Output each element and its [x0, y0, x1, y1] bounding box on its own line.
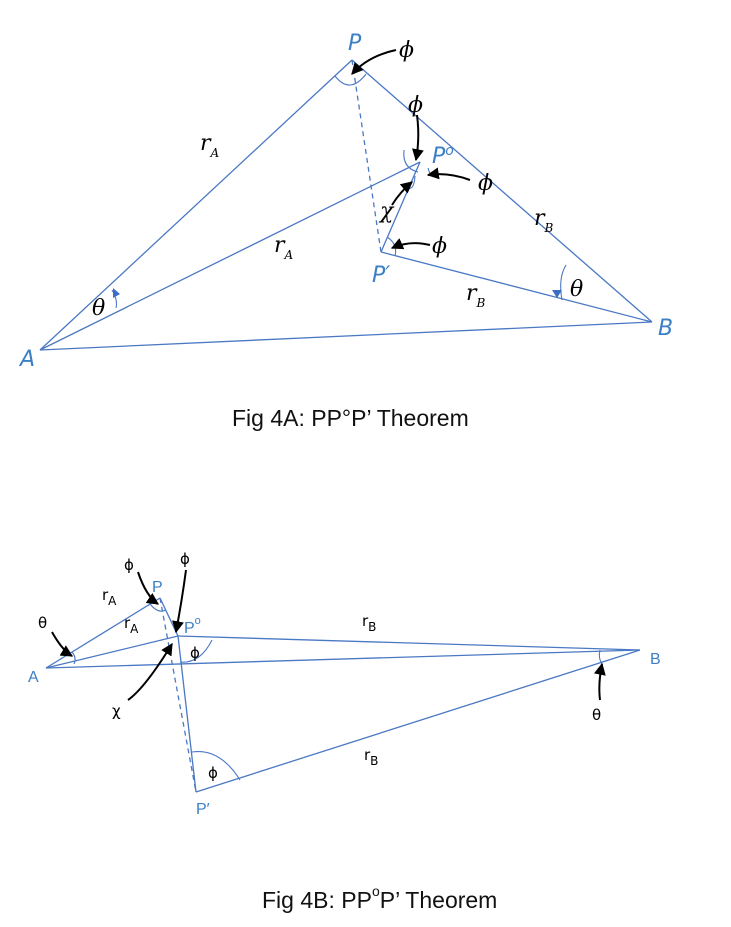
label-theta-b: θ: [570, 277, 583, 302]
arrow-phi-p: [137, 571, 159, 605]
label-theta-a: θ: [92, 296, 105, 321]
label-ra-inner: rA: [124, 614, 139, 636]
line-pprime-b: [195, 649, 641, 793]
point-b: B: [650, 651, 661, 668]
caption-4a: Fig 4A: PP°P’ Theorem: [232, 405, 469, 431]
line-a-po: [45, 635, 179, 669]
arrow-phi-po-right: [426, 167, 471, 181]
arrow-theta-right: [593, 662, 606, 701]
line-a-b: [39, 321, 653, 351]
label-phi-left: ϕ: [124, 556, 134, 574]
arrow-phi-top: [172, 569, 187, 634]
angle-arc-po: [179, 639, 213, 663]
line-a-po: [39, 161, 421, 351]
label-phi-po-right: ϕ: [478, 171, 493, 196]
line-po-b: [177, 635, 641, 651]
point-po: Po: [432, 143, 454, 169]
caption-4b: Fig 4B: PPoP’ Theorem: [262, 883, 497, 913]
label-ra-inner: rA: [274, 233, 294, 262]
label-phi-pprime: ϕ: [432, 234, 447, 259]
label-phi-p: ϕ: [399, 38, 414, 63]
label-chi: χ: [378, 199, 395, 224]
angle-arc-pprime: [191, 751, 241, 781]
label-ra-outer: rA: [102, 586, 117, 608]
label-rb-inner: rB: [364, 746, 378, 768]
label-chi: χ: [112, 702, 121, 720]
label-rb-outer: rB: [362, 612, 376, 634]
label-phi-pprime: ϕ: [208, 764, 218, 782]
label-ra-outer: rA: [200, 131, 220, 160]
arrow-chi: [127, 642, 173, 701]
angle-arc-p: [149, 603, 167, 612]
line-a-b: [45, 649, 641, 669]
label-theta-b: θ: [592, 706, 601, 724]
angle-arc-a: [111, 289, 118, 309]
label-theta-a: θ: [38, 614, 47, 632]
point-a: A: [18, 347, 35, 372]
point-b: B: [658, 316, 673, 341]
figure-4b: P Po P′ A B rA rA rB rB θ ϕ ϕ ϕ χ ϕ θ Fi…: [28, 550, 661, 913]
angle-arc-po-top: [403, 149, 419, 173]
point-p: P: [348, 31, 362, 56]
point-pprime: P′: [196, 801, 210, 818]
arrow-chi: [391, 181, 413, 206]
line-p-pprime-dashed: [159, 597, 197, 793]
arrow-phi-p: [351, 49, 397, 75]
arrow-phi-po-top: [412, 114, 424, 162]
arrow-theta-left: [51, 631, 74, 657]
angle-arc-p: [334, 73, 367, 86]
figure-4a: P Po P′ A B rA rA rB rB ϕ ϕ ϕ ϕ χ θ θ Fi…: [18, 31, 673, 431]
angle-marker-b: [552, 290, 562, 298]
line-p-b: [351, 59, 653, 323]
point-pprime: P′: [372, 263, 390, 288]
line-a-p: [39, 59, 353, 351]
point-p: P: [152, 579, 163, 596]
label-rb-outer: rB: [534, 206, 554, 235]
label-rb-inner: rB: [466, 281, 486, 310]
line-pprime-b: [380, 251, 653, 323]
line-a-p: [45, 597, 161, 669]
label-phi-po: ϕ: [190, 644, 200, 662]
line-p-pprime-dashed: [351, 59, 382, 253]
label-phi-top: ϕ: [180, 550, 190, 568]
point-po: Po: [184, 615, 201, 637]
point-a: A: [28, 669, 39, 686]
line-p-po: [159, 597, 179, 637]
label-phi-po-top: ϕ: [408, 93, 423, 118]
angle-arc-b: [560, 264, 567, 301]
angle-marker-a: [113, 288, 120, 298]
arrow-phi-pprime: [390, 238, 431, 250]
